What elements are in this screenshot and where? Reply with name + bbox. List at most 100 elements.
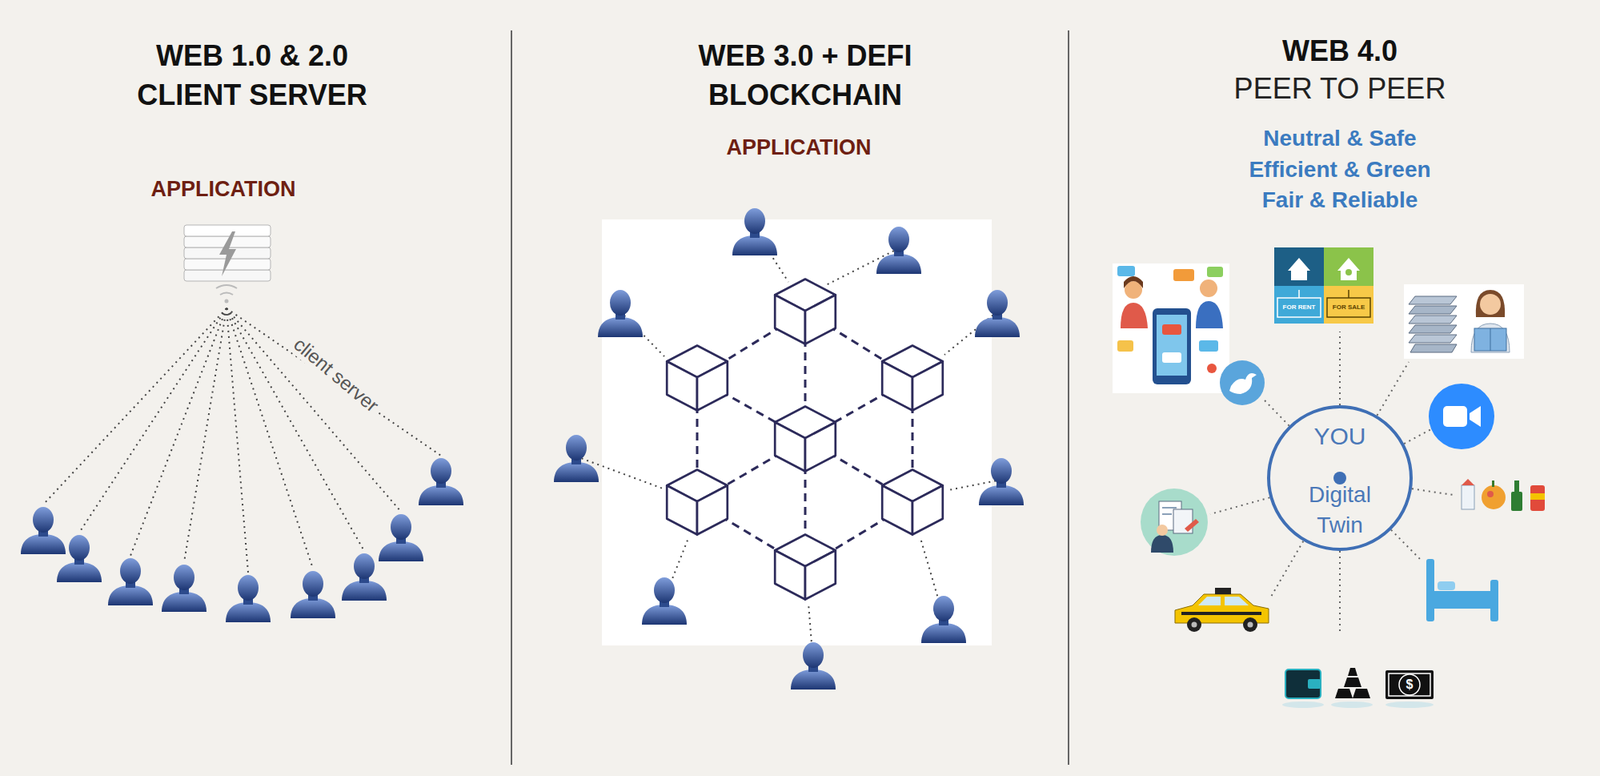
taxi-icon (1174, 587, 1269, 632)
server-icon (219, 231, 237, 277)
circle-outline (1268, 406, 1412, 550)
books-reader-icon (1471, 323, 1510, 353)
bird-icon (1229, 372, 1257, 394)
documents-icon (1150, 534, 1174, 553)
user-icon (378, 513, 424, 562)
housing-icon (1287, 257, 1311, 281)
user-icon (641, 577, 687, 625)
social-chat-icon (1207, 266, 1224, 277)
video-call-icon (1428, 383, 1495, 450)
books-reader-icon (1408, 315, 1457, 324)
column-heading: WEB 1.0 & 2.0 (156, 39, 349, 73)
user-icon (790, 641, 836, 690)
social-chat-icon (1117, 265, 1135, 277)
fan-line (226, 308, 402, 512)
user-icon (921, 595, 967, 643)
user-icon (978, 457, 1024, 506)
housing-icon (1274, 285, 1324, 324)
block-cube (774, 534, 836, 600)
column-heading: CLIENT SERVER (136, 78, 367, 112)
groceries-icon (1511, 491, 1523, 511)
fan-line (226, 308, 249, 573)
value-label: Efficient & Green (1248, 156, 1431, 183)
node-heading: YOU (1283, 420, 1396, 454)
column-divider (511, 30, 1069, 765)
value-label: Fair & Reliable (1262, 187, 1419, 213)
documents-icon (1162, 513, 1172, 515)
gold-bars-icon (1331, 667, 1373, 708)
gold-bars-icon (1335, 688, 1353, 698)
chain-link (697, 311, 913, 567)
groceries-icon (1514, 480, 1520, 493)
block-cube (882, 345, 943, 411)
user-icon (553, 208, 1024, 690)
bed-icon (1434, 590, 1491, 609)
gold-bars-icon (1343, 677, 1362, 687)
groceries-icon (1461, 485, 1475, 510)
server-icon (184, 269, 271, 281)
bird-icon (1219, 360, 1265, 406)
column-heading: PEER TO PEER (1234, 72, 1447, 105)
groceries-icon (1487, 490, 1494, 498)
wallet-icon (1285, 669, 1321, 698)
housing-icon (1274, 247, 1374, 324)
server-icon (224, 299, 229, 304)
bed-icon (1426, 558, 1435, 622)
peer-line (576, 229, 1002, 664)
groceries-icon (1530, 485, 1545, 511)
money-icon (1385, 669, 1434, 708)
documents-icon (1140, 488, 1208, 556)
social-chat-icon (1156, 314, 1187, 376)
social-chat-icon (1173, 268, 1195, 281)
taxi-icon (1224, 596, 1249, 606)
block-cube (774, 406, 836, 472)
groceries-icon (1481, 485, 1506, 510)
housing-icon (1347, 289, 1350, 298)
user-icon (732, 208, 778, 256)
taxi-icon (1191, 621, 1198, 628)
user-icon (597, 289, 643, 337)
application-label: APPLICATION (151, 176, 297, 202)
books-reader-icon (1408, 296, 1457, 305)
social-chat-icon (1123, 276, 1143, 289)
social-chat-icon (1112, 263, 1230, 393)
sign-text: FOR RENT (1283, 303, 1316, 311)
value-label: Neutral & Safe (1263, 125, 1416, 152)
books-reader-icon (1479, 293, 1501, 315)
video-call-icon (1428, 383, 1495, 450)
gold-bars-icon (1331, 701, 1373, 708)
books-reader-icon (1410, 344, 1457, 353)
user-icon (225, 574, 271, 622)
fan-line (79, 308, 227, 533)
housing-icon (1274, 247, 1324, 286)
documents-icon (1184, 518, 1199, 532)
documents-icon (1156, 524, 1168, 536)
taxi-icon (1181, 611, 1262, 615)
social-chat-icon (1199, 279, 1218, 297)
user-icon (876, 226, 922, 274)
bed-icon (1490, 579, 1499, 622)
gold-bars-icon (1352, 688, 1371, 698)
books-reader-icon (1475, 289, 1505, 317)
books-reader-icon (1490, 328, 1492, 351)
groceries-icon (1461, 478, 1475, 486)
housing-icon (1298, 289, 1300, 298)
social-chat-icon (1198, 340, 1219, 352)
taxi-icon (1247, 621, 1254, 628)
social-chat-icon (1117, 340, 1134, 352)
groceries-icon (1461, 478, 1545, 511)
column-heading: WEB 3.0 + DEFI (697, 39, 912, 73)
currency-symbol: $ (1406, 677, 1414, 692)
block-cube (666, 469, 728, 535)
social-chat-icon (1120, 302, 1148, 329)
spoke-line (1210, 331, 1454, 633)
block-cube (882, 469, 943, 535)
digital-twin-circle: YOUDigital Twin (1266, 404, 1414, 552)
column-heading: BLOCKCHAIN (708, 78, 903, 112)
housing-icon (1327, 297, 1371, 317)
books-reader-icon (1408, 305, 1457, 314)
taxi-icon (1215, 587, 1232, 594)
social-chat-icon (1162, 352, 1182, 363)
sign-text: FOR SALE (1332, 303, 1365, 311)
